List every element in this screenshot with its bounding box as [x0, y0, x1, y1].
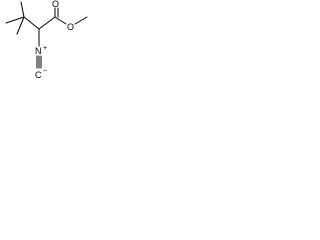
- isocyanide-nitrogen-label: N: [35, 46, 42, 56]
- bond-ester-o-to-methyl: [74, 16, 88, 25]
- isocyanide-carbon-label: C: [35, 70, 42, 80]
- bond-methyl-lower: [16, 16, 25, 35]
- ester-oxygen-label: O: [67, 22, 74, 32]
- bond-quaternary-to-alpha: [23, 16, 40, 30]
- bond-alpha-to-carbonyl: [38, 16, 56, 30]
- carbonyl-oxygen-label: O: [52, 0, 59, 9]
- bond-methyl-top: [20, 1, 25, 18]
- nitrogen-charge-label: +: [43, 45, 47, 52]
- bond-carbonyl-to-ester-o: [54, 16, 67, 25]
- carbon-charge-label: −: [43, 68, 47, 75]
- structure-drawing: O O N + C −: [5, 0, 88, 80]
- bond-methyl-left: [5, 16, 25, 24]
- molecule-diagram: O O N + C −: [0, 0, 89, 83]
